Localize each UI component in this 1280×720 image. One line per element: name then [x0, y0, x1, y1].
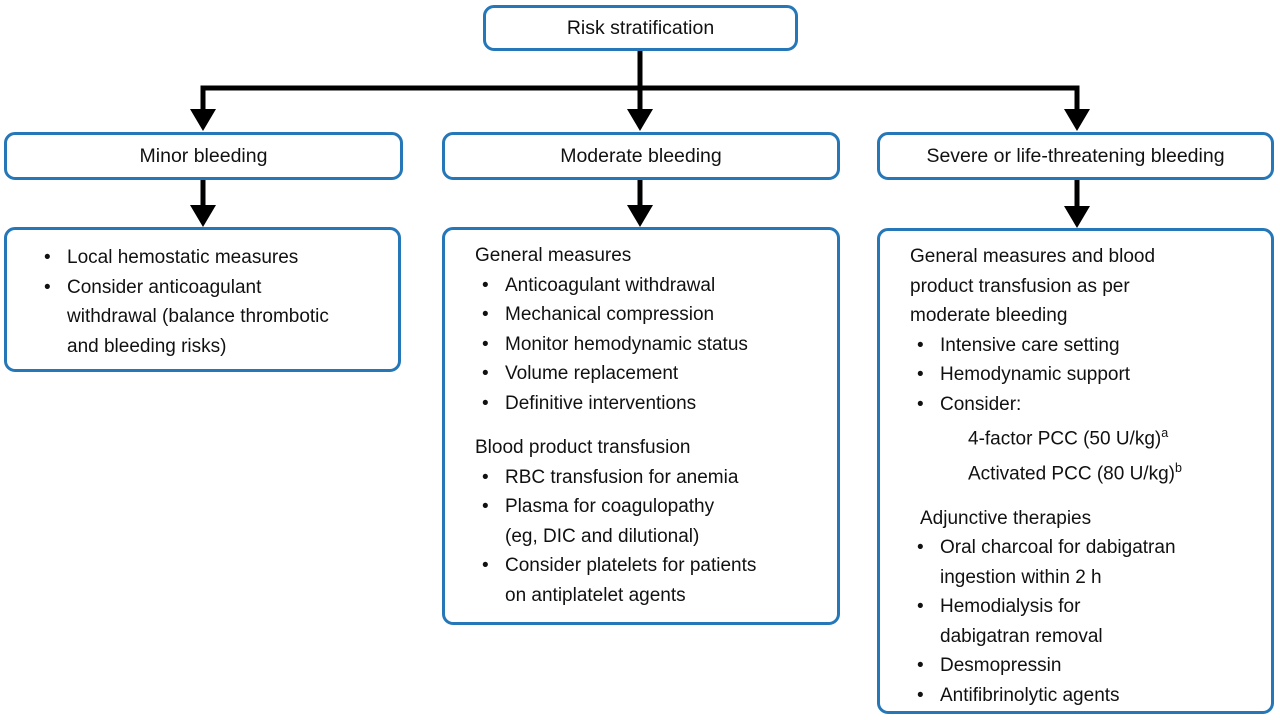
text-line: Consider:	[940, 393, 1022, 415]
bullet-item: Volume replacement	[475, 359, 831, 389]
moderate-arrowhead-icon	[627, 109, 653, 131]
text-line: Plasma for coagulopathy	[505, 496, 715, 517]
text-line: Desmopressin	[940, 655, 1062, 677]
moderate-bleeding-box: Moderate bleeding	[442, 132, 840, 180]
bullet-item: Definitive interventions	[475, 389, 831, 419]
bullet-item: Consider platelets for patients on antip…	[475, 551, 831, 610]
text-line: General measures and blood	[910, 246, 1156, 267]
text-line: product transfusion as per	[910, 275, 1130, 297]
text-line: Intensive care setting	[940, 334, 1120, 356]
text-line: and bleeding risks)	[67, 335, 227, 357]
footnote-marker: a	[1161, 426, 1169, 440]
text-line: Definitive interventions	[505, 392, 697, 414]
text-line: (eg, DIC and dilutional)	[505, 525, 700, 547]
minor-bleeding-label: Minor bleeding	[139, 144, 268, 167]
text-line: Hemodynamic support	[940, 364, 1131, 385]
option-text: 4-factor PCC (50 U/kg)	[968, 428, 1162, 450]
risk-stratification-label: Risk stratification	[566, 16, 715, 39]
bullet-item: Consider:	[910, 390, 1265, 420]
minor-detail-arrowhead-icon	[190, 205, 216, 227]
risk-stratification-box: Risk stratification	[483, 5, 798, 51]
minor-bleeding-detail-box: Local hemostatic measures Consider antic…	[4, 227, 401, 372]
severe-bleeding-label: Severe or life-threatening bleeding	[926, 144, 1225, 167]
text-line: Oral charcoal for dabigatran	[940, 537, 1176, 559]
bullet-item: Hemodynamic support	[910, 360, 1265, 390]
moderate-detail-arrowhead-icon	[627, 205, 653, 227]
minor-arrowhead-icon	[190, 109, 216, 131]
text-line: Monitor hemodynamic status	[505, 333, 748, 355]
text-line: Volume replacement	[505, 363, 679, 384]
bullet-item: Antifibrinolytic agents	[910, 681, 1265, 711]
general-measures-list: Anticoagulant withdrawal Mechanical comp…	[475, 271, 831, 419]
blood-product-transfusion-list: RBC transfusion for anemia Plasma for co…	[475, 463, 831, 611]
severe-bleeding-detail-box: General measures and blood product trans…	[877, 228, 1274, 714]
minor-bullet-list: Local hemostatic measures Consider antic…	[37, 243, 392, 361]
severe-detail-arrowhead-icon	[1064, 206, 1090, 228]
text-line: Local hemostatic measures	[67, 247, 299, 268]
bullet-item: Plasma for coagulopathy (eg, DIC and dil…	[475, 492, 831, 551]
moderate-bleeding-label: Moderate bleeding	[560, 144, 722, 167]
bullet-item: Desmopressin	[910, 651, 1265, 681]
severe-intro-text: General measures and blood product trans…	[910, 242, 1265, 331]
text-line: Anticoagulant withdrawal	[505, 274, 716, 296]
text-line: ingestion within 2 h	[940, 566, 1102, 588]
moderate-bleeding-detail-box: General measures Anticoagulant withdrawa…	[442, 227, 840, 625]
bullet-item: RBC transfusion for anemia	[475, 463, 831, 493]
bullet-item: Intensive care setting	[910, 331, 1265, 361]
blood-product-transfusion-heading: Blood product transfusion	[475, 437, 691, 458]
text-line: Consider anticoagulant	[67, 276, 262, 298]
adjunctive-therapies-list: Oral charcoal for dabigatran ingestion w…	[910, 533, 1265, 710]
text-line: Hemodialysis for	[940, 596, 1081, 618]
consider-option: 4-factor PCC (50 U/kg)a	[968, 419, 1265, 454]
text-line: Antifibrinolytic agents	[940, 684, 1120, 706]
bullet-item: Hemodialysis for dabigatran removal	[910, 592, 1265, 651]
text-line: withdrawal (balance thrombotic	[67, 306, 329, 327]
text-line: dabigatran removal	[940, 625, 1103, 647]
text-line: RBC transfusion for anemia	[505, 466, 739, 488]
option-text: Activated PCC (80 U/kg)	[968, 463, 1175, 485]
bullet-item: Monitor hemodynamic status	[475, 330, 831, 360]
severe-measures-list: Intensive care setting Hemodynamic suppo…	[910, 331, 1265, 420]
severe-arrowhead-icon	[1064, 109, 1090, 131]
bullet-item: Mechanical compression	[475, 300, 831, 330]
bullet-item: Anticoagulant withdrawal	[475, 271, 831, 301]
footnote-marker: b	[1174, 460, 1182, 475]
text-line: on antiplatelet agents	[505, 584, 686, 606]
text-line: Mechanical compression	[505, 304, 715, 325]
general-measures-heading: General measures	[475, 245, 632, 266]
bullet-item: Consider anticoagulant withdrawal (balan…	[37, 273, 392, 362]
minor-bleeding-box: Minor bleeding	[4, 132, 403, 180]
bullet-item: Oral charcoal for dabigatran ingestion w…	[910, 533, 1265, 592]
text-line: Consider platelets for patients	[505, 555, 757, 576]
consider-option: Activated PCC (80 U/kg)b	[968, 454, 1265, 489]
severe-bleeding-box: Severe or life-threatening bleeding	[877, 132, 1274, 180]
bullet-item: Local hemostatic measures	[37, 243, 392, 273]
text-line: moderate bleeding	[910, 305, 1068, 326]
adjunctive-therapies-heading: Adjunctive therapies	[920, 507, 1092, 529]
